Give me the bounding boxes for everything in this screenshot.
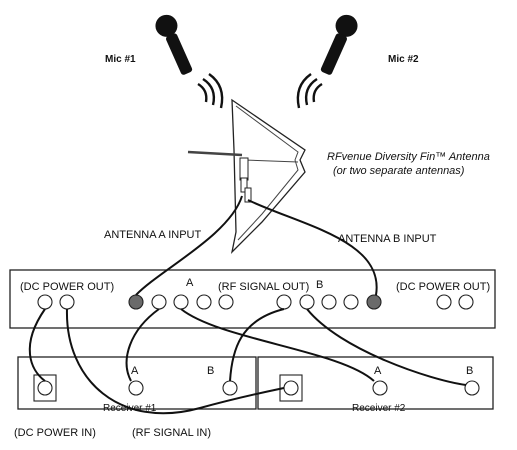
microphone-icon [155, 14, 193, 75]
receiver-1-input-b-jack [222, 380, 238, 396]
antenna-a-input-label: ANTENNA A INPUT [104, 229, 201, 241]
rf-b-cable-receiver-1 [229, 308, 285, 382]
dc-power-in-jack [37, 380, 53, 396]
panel-channel-b-label: B [316, 279, 323, 291]
cables [28, 195, 467, 415]
receiver-1-input-a-label: A [131, 365, 139, 377]
receiver-1-input-b-label: B [207, 365, 214, 377]
antenna-title: RFvenue Diversity Fin™ Antenna [327, 151, 490, 163]
rf-out-b-jack-4 [343, 294, 359, 310]
antenna-icon [187, 98, 306, 254]
antenna-b-cable [247, 199, 378, 296]
dc-power-out-jack-3 [436, 294, 452, 310]
receiver-2-input-a-jack [372, 380, 388, 396]
mic-2-label: Mic #2 [388, 54, 419, 65]
antenna-subtitle: (or two separate antennas) [333, 165, 465, 177]
dc-power-in-jack [283, 380, 299, 396]
dc-power-cable-2 [65, 308, 285, 415]
signal-waves-icon [197, 73, 224, 109]
rf-out-a-jack-1 [151, 294, 167, 310]
rf-out-b-jack-1 [276, 294, 292, 310]
dc-power-cable-1 [28, 308, 46, 382]
antenna-b-input-label: ANTENNA B INPUT [338, 233, 437, 245]
microphone-icon [320, 14, 358, 75]
antenna-a-cable [135, 195, 243, 296]
dc-power-out-jack-4 [458, 294, 474, 310]
panel-channel-a-label: A [186, 277, 194, 289]
rf-out-a-jack-3 [196, 294, 212, 310]
dc-power-out-jack-1 [37, 294, 53, 310]
mic-1: Mic #1 [105, 14, 224, 109]
receiver-2-input-b-jack [464, 380, 480, 396]
dc-power-out-right-label: (DC POWER OUT) [396, 281, 490, 293]
rf-signal-out-label: (RF SIGNAL OUT) [218, 281, 309, 293]
signal-waves-icon [296, 73, 323, 109]
dc-power-in-label: (DC POWER IN) [14, 427, 96, 439]
mic-2: Mic #2 [296, 14, 419, 109]
rf-out-b-jack-2 [299, 294, 315, 310]
receiver-2-input-b-label: B [466, 365, 473, 377]
rf-out-a-jack-4 [218, 294, 234, 310]
dc-power-out-jack-2 [59, 294, 75, 310]
receiver-1-input-a-jack [128, 380, 144, 396]
antenna-a-input-jack [128, 294, 144, 310]
rf-a-cable-receiver-1 [125, 308, 160, 382]
receiver-2-input-a-label: A [374, 365, 382, 377]
receiver-2-name: Receiver #2 [352, 403, 406, 414]
mic-1-label: Mic #1 [105, 54, 136, 65]
rf-signal-in-label: (RF SIGNAL IN) [132, 427, 211, 439]
rf-out-a-jack-2 [173, 294, 189, 310]
dc-power-out-left-label: (DC POWER OUT) [20, 281, 114, 293]
rf-b-cable-receiver-2 [306, 308, 467, 386]
receiver-1: A B Receiver #1 [17, 356, 257, 414]
distribution-panel [9, 269, 496, 329]
receiver-2: A B Receiver #2 [257, 356, 494, 414]
rf-out-b-jack-3 [321, 294, 337, 310]
rf-a-cable-receiver-2 [180, 308, 375, 382]
antenna-b-input-jack [366, 294, 382, 310]
